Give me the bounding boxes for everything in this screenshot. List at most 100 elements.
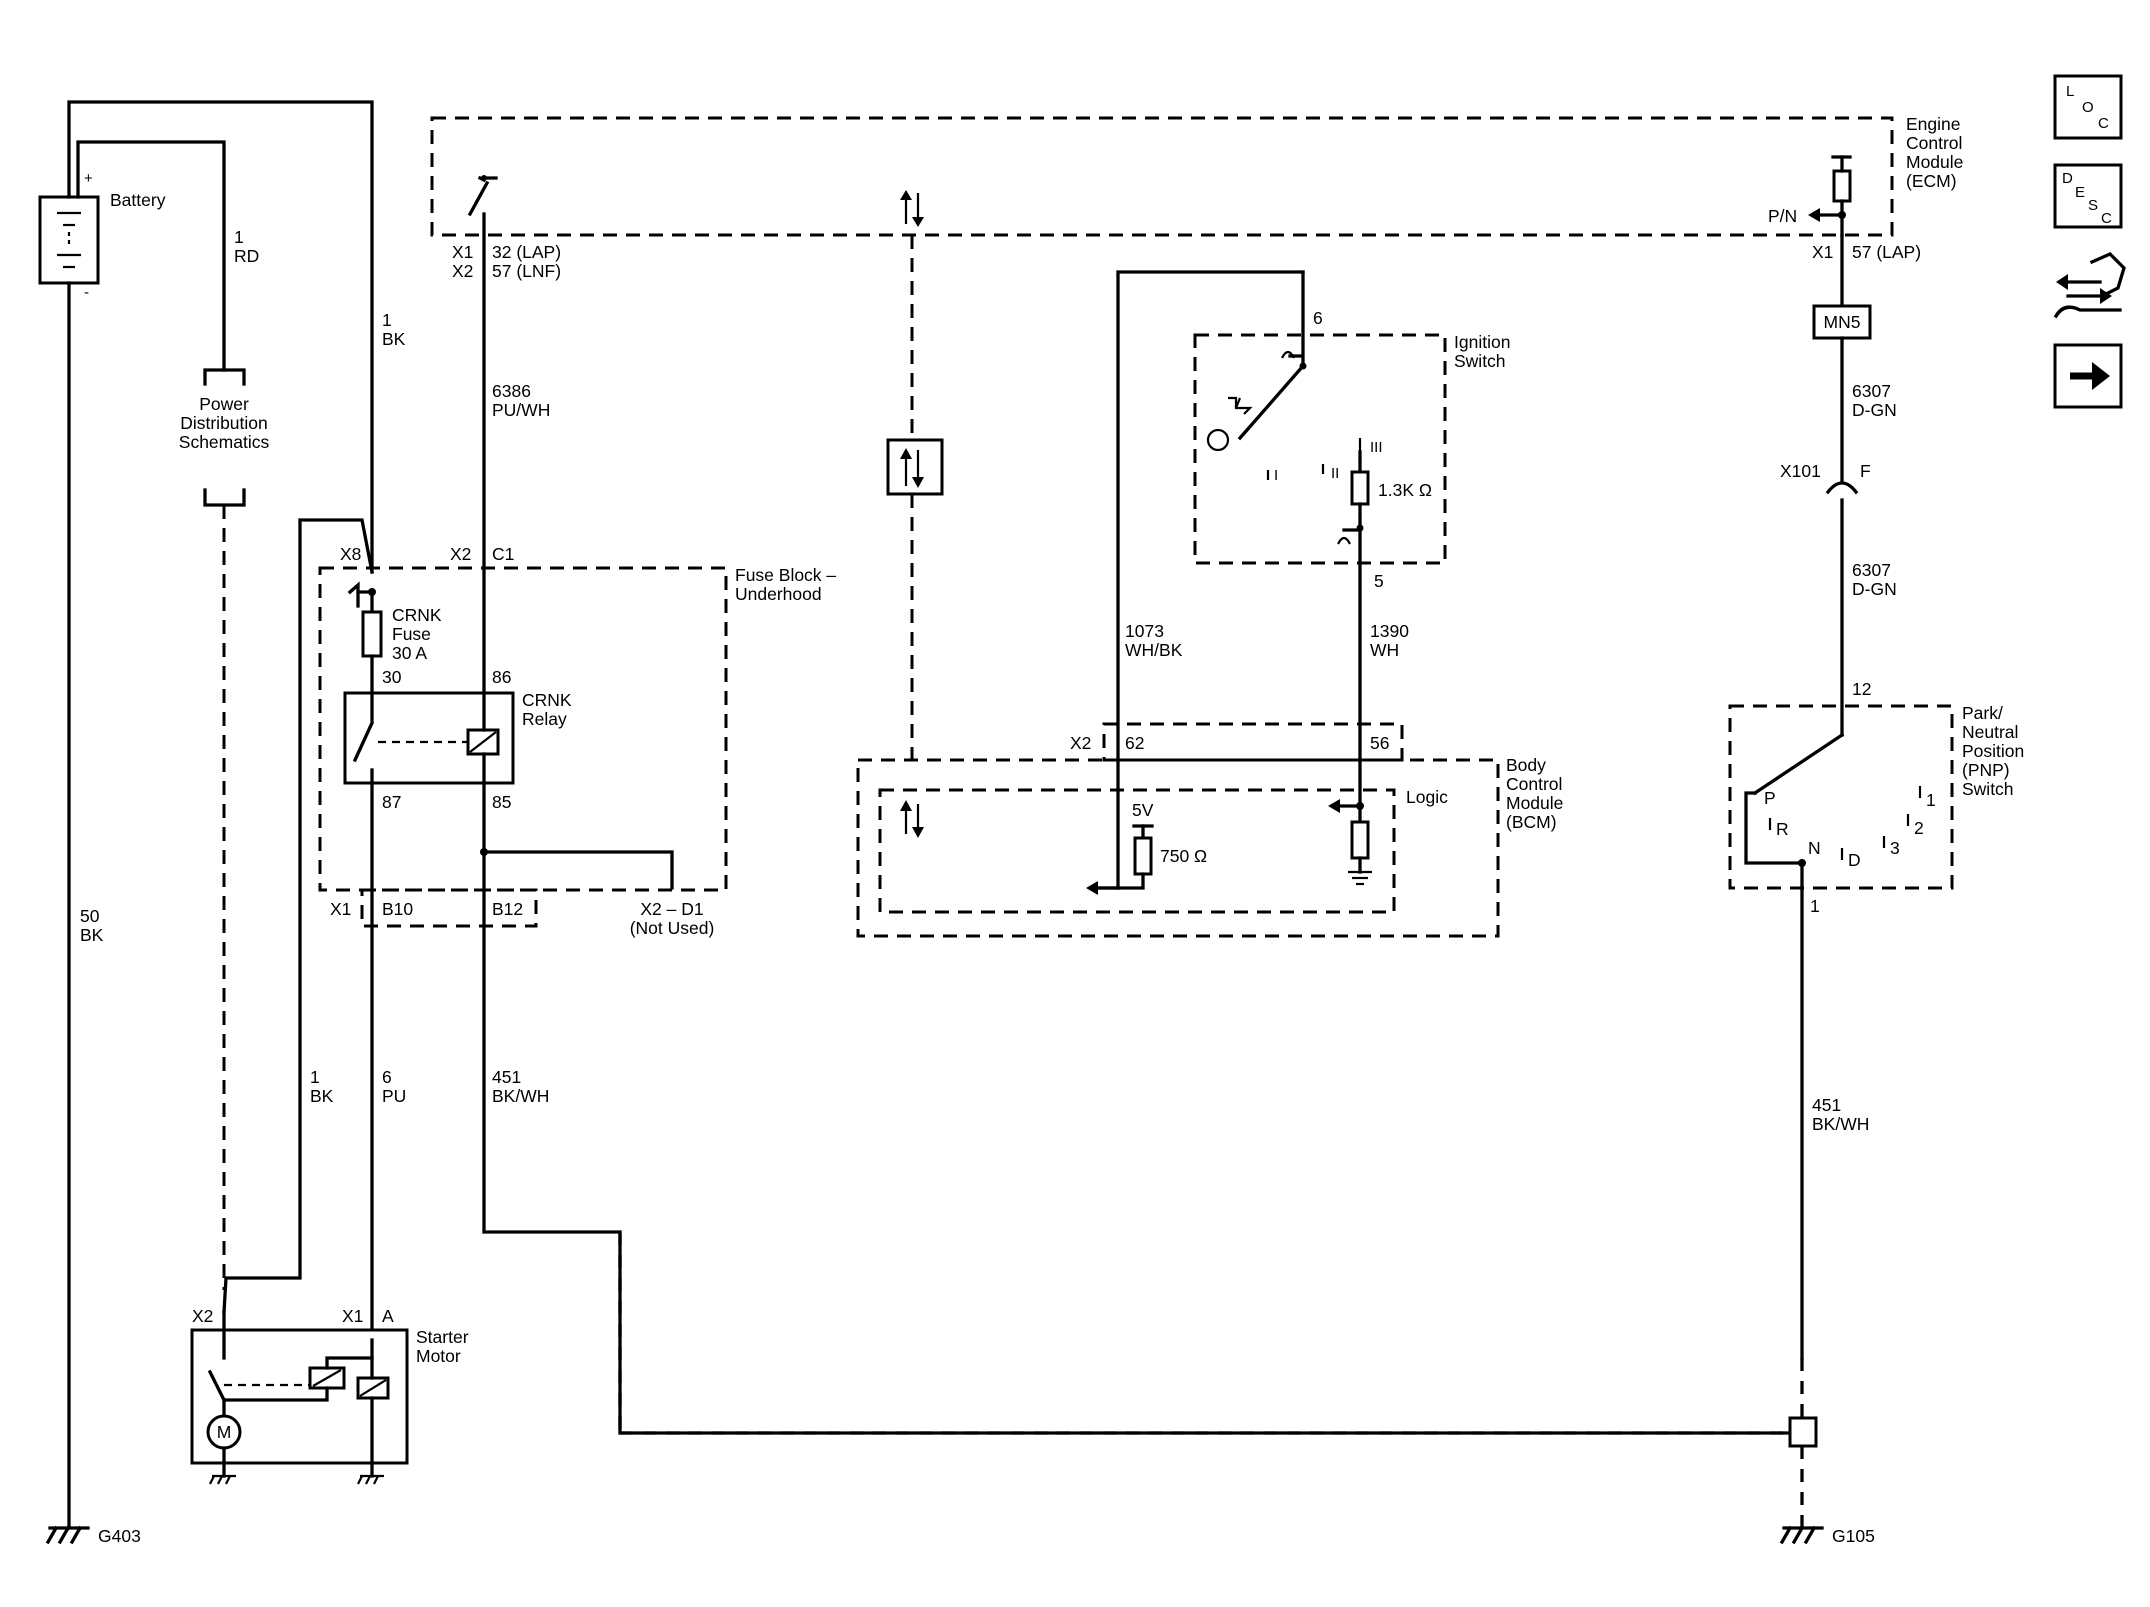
desc-icon-c: C: [2101, 210, 2112, 227]
fuse-block-title1: Fuse Block –: [735, 565, 836, 585]
wire-451-a-num: 451: [492, 1067, 521, 1087]
wire-6307-b-num: 6307: [1852, 560, 1891, 580]
ignition-pos1: I: [1274, 467, 1278, 484]
fuse-line2: Fuse: [392, 624, 431, 644]
ground-g403-label: G403: [98, 1526, 141, 1546]
wire-1-rd-num: 1: [234, 227, 244, 247]
pnp-pos-d: D: [1848, 850, 1861, 870]
fuse-block-title2: Underhood: [735, 584, 822, 604]
starter-motor: Starter Motor X2 X1 A M: [190, 1306, 469, 1485]
wire-6386-color: PU/WH: [492, 400, 550, 420]
loc-icon-o: O: [2082, 99, 2094, 116]
wire-1-bk-num: 1: [382, 310, 392, 330]
starter-x1: X1: [342, 1306, 363, 1326]
wire-451-a-color: BK/WH: [492, 1086, 549, 1106]
bcm: Body Control Module (BCM) Logic X2 62 56…: [856, 722, 1563, 938]
starter-a: A: [382, 1306, 394, 1326]
pds-line2: Distribution: [180, 413, 268, 433]
bcm-line2: Control: [1506, 774, 1562, 794]
wire-1073-num: 1073: [1125, 621, 1164, 641]
bcm-5v: 5V: [1132, 800, 1154, 820]
pds-line3: Schematics: [179, 432, 270, 452]
wire-6386-num: 6386: [492, 381, 531, 401]
bcm-x2: X2: [1070, 733, 1091, 753]
desc-icon-e: E: [2075, 184, 2085, 201]
pnp-pos-n: N: [1808, 838, 1821, 858]
fuse-line1: CRNK: [392, 605, 442, 625]
ignition-resistor: 1.3K Ω: [1378, 480, 1432, 500]
pnp-line4: (PNP): [1962, 760, 2010, 780]
pnp-pin1: 1: [1810, 896, 1820, 916]
wire-1-bk-starter: [222, 518, 374, 1314]
wire-1-rd-color: RD: [234, 246, 259, 266]
connector-repair-icon[interactable]: [2053, 252, 2126, 319]
pds-line1: Power: [199, 394, 249, 414]
ignition-pos2: II: [1331, 465, 1339, 482]
relay-pin-87: 87: [382, 792, 401, 812]
ecm-line3: Module: [1906, 152, 1963, 172]
splice-mn5: MN5: [1812, 304, 1872, 340]
relay-pin-30: 30: [382, 667, 402, 687]
ignition-pin5: 5: [1374, 571, 1384, 591]
wire-1-bk2-color: BK: [310, 1086, 334, 1106]
desc-icon[interactable]: D E S C: [2053, 163, 2123, 229]
pnp-pos-3: 3: [1890, 838, 1900, 858]
ignition-pos3: III: [1370, 439, 1383, 456]
pnp-pin12: 12: [1852, 679, 1871, 699]
bcm-pin62: 62: [1125, 733, 1144, 753]
x101-conn: X101: [1780, 461, 1821, 481]
bcm-logic: Logic: [1406, 787, 1448, 807]
ecm-line2: Control: [1906, 133, 1962, 153]
bcm-line3: Module: [1506, 793, 1563, 813]
starter-motor-m: M: [217, 1422, 232, 1442]
relay-line1: CRNK: [522, 690, 572, 710]
ecm-line4: (ECM): [1906, 171, 1957, 191]
battery-plus: +: [84, 170, 93, 187]
ignition-pin6: 6: [1313, 308, 1323, 328]
power-distribution-ref: Power Distribution Schematics: [179, 368, 270, 1290]
starter-line1: Starter: [416, 1327, 469, 1347]
ecm-pin-x2: X2: [452, 261, 473, 281]
next-arrow-icon[interactable]: [2053, 343, 2123, 409]
ground-g403: G403: [45, 1525, 141, 1546]
loc-icon[interactable]: L O C: [2053, 74, 2123, 140]
fuse-block-not-used: (Not Used): [630, 918, 715, 938]
ecm-pin-x1: X1: [452, 242, 473, 262]
wire-1-rd: [76, 140, 226, 372]
battery: + - Battery: [38, 170, 166, 301]
relay-pin-85: 85: [492, 792, 511, 812]
fuse-block-underhood: Fuse Block – Underhood X8 X2 C1 CRNK Fus…: [318, 544, 836, 938]
wire-6307-b-color: D-GN: [1852, 579, 1897, 599]
ignition-switch: Ignition Switch 6 5 I II III 1.3K Ω: [1193, 270, 1510, 591]
splice-pack: [1788, 1416, 1818, 1448]
pnp-line5: Switch: [1962, 779, 2014, 799]
connector-x101: X101 F: [1780, 461, 1871, 495]
pnp-pos-p: P: [1764, 788, 1776, 808]
wire-6307-a-color: D-GN: [1852, 400, 1897, 420]
bcm-line1: Body: [1506, 755, 1546, 775]
wire-1390-color: WH: [1370, 640, 1399, 660]
starter-line2: Motor: [416, 1346, 461, 1366]
pnp-pos-2: 2: [1914, 818, 1924, 838]
crnk-fuse: [361, 610, 383, 658]
wire-6-pu-num: 6: [382, 1067, 392, 1087]
relay-line2: Relay: [522, 709, 567, 729]
pnp-switch: Park/ Neutral Position (PNP) Switch 12 1…: [1728, 679, 2024, 916]
bcm-line4: (BCM): [1506, 812, 1557, 832]
fuse-block-x2: X2: [450, 544, 471, 564]
fuse-block-b12: B12: [492, 899, 523, 919]
wire-451-b-color: BK/WH: [1812, 1114, 1869, 1134]
ignition-line1: Ignition: [1454, 332, 1510, 352]
serial-data-link: [886, 235, 944, 760]
wire-1390-num: 1390: [1370, 621, 1409, 641]
starter-x2: X2: [192, 1306, 213, 1326]
ground-g105-label: G105: [1832, 1526, 1875, 1546]
bcm-pin56: 56: [1370, 733, 1389, 753]
desc-icon-d: D: [2062, 170, 2073, 187]
ecm-pn-label: P/N: [1768, 206, 1797, 226]
ecm-pin-right-conn: X1: [1812, 242, 1833, 262]
wire-6386-451: [482, 212, 1792, 1435]
wire-1-bk-color: BK: [382, 329, 406, 349]
serial-data-icon: [900, 190, 924, 227]
